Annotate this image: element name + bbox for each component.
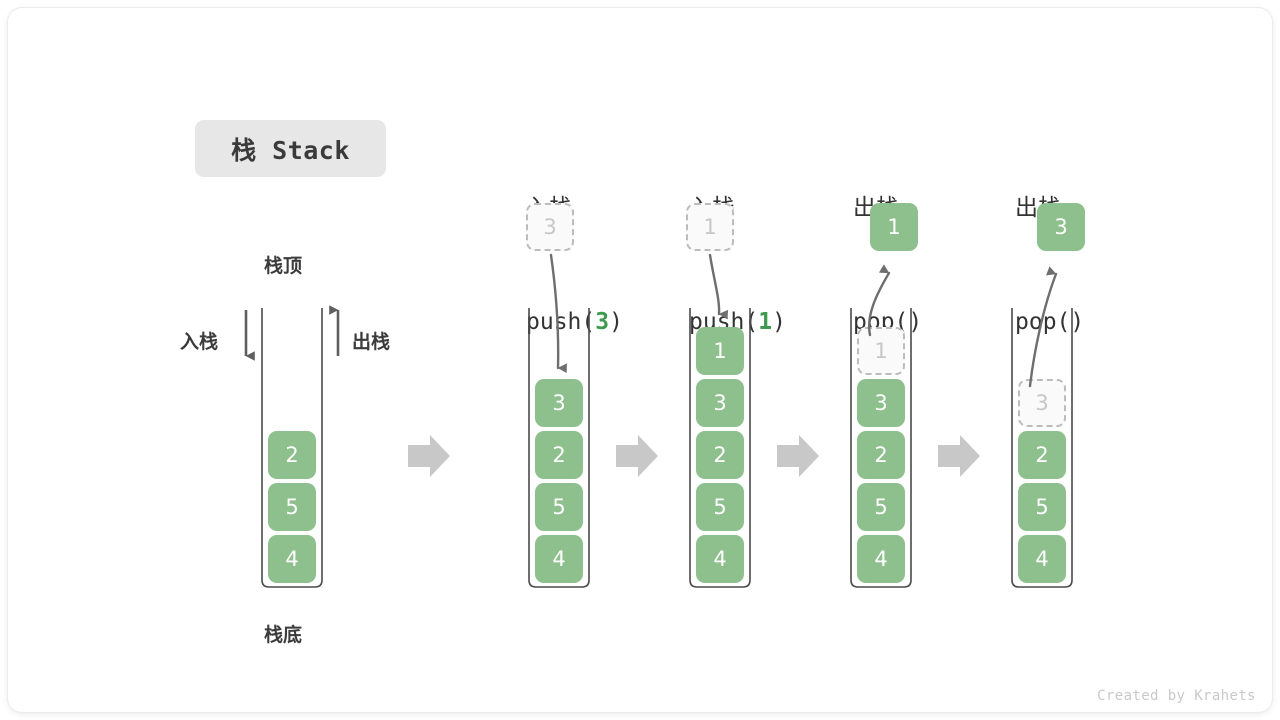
stack-container-base: 2 5 4 [260,308,324,589]
stack-cell: 2 [268,431,316,479]
diagram-title-pill: 栈 Stack [195,120,386,177]
diagram-stage: 栈 Stack 栈顶 栈底 入栈 出栈 入栈 push(3) 入栈 push(1… [8,8,1272,712]
step-arrow-1-icon [408,435,450,477]
stack-cell: 2 [535,431,583,479]
stack-cell: 5 [857,483,905,531]
stack-cell: 4 [857,535,905,583]
incoming-value-push-1: 1 [686,203,734,251]
stack-cell: 4 [268,535,316,583]
stack-cell: 5 [696,483,744,531]
stack-cell: 4 [696,535,744,583]
pop-direction-label: 出栈 [352,331,391,353]
stack-container-pop-1: 1 3 2 5 4 [849,308,913,589]
push-direction-label: 入栈 [180,331,219,353]
stack-cell: 1 [696,327,744,375]
stack-cell: 5 [535,483,583,531]
stack-cell: 2 [696,431,744,479]
stack-cell: 2 [1018,431,1066,479]
stack-container-push-3: 3 2 5 4 [527,308,591,589]
stack-cell: 5 [268,483,316,531]
stack-cell: 3 [535,379,583,427]
stack-bottom-label: 栈底 [264,624,303,646]
stack-cell: 2 [857,431,905,479]
stack-top-label: 栈顶 [264,255,303,277]
stack-cell: 4 [535,535,583,583]
stack-container-push-1: 1 3 2 5 4 [688,308,752,589]
page-title: 栈 Stack [231,135,350,165]
step-arrow-2-icon [616,435,658,477]
stack-cell: 4 [1018,535,1066,583]
stack-cell: 5 [1018,483,1066,531]
step-arrow-3-icon [777,435,819,477]
outgoing-value-pop-1: 1 [870,203,918,251]
stack-cell: 3 [857,379,905,427]
stack-cell-removed: 3 [1018,379,1066,427]
step-arrow-4-icon [938,435,980,477]
credit-text: Created by Krahets [1097,688,1256,704]
stack-cell-removed: 1 [857,327,905,375]
incoming-value-push-3: 3 [526,203,574,251]
stack-container-pop-3: 3 2 5 4 [1010,308,1074,589]
stack-cell: 3 [696,379,744,427]
diagram-card: 栈 Stack 栈顶 栈底 入栈 出栈 入栈 push(3) 入栈 push(1… [8,8,1272,712]
outgoing-value-pop-3: 3 [1037,203,1085,251]
